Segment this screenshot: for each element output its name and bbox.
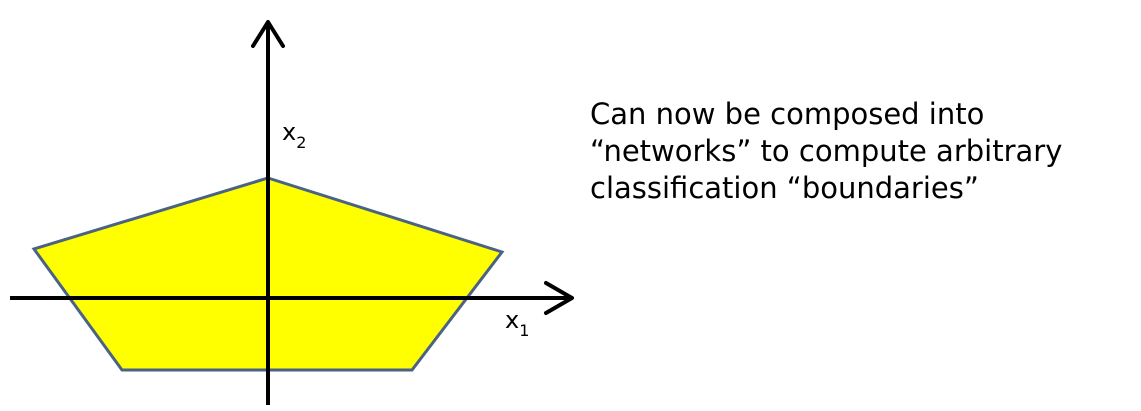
caption-line-2: “networks” to compute arbitrary [590,134,1063,168]
caption-line-1: Can now be composed into [590,97,985,131]
y-axis-label: x2 [282,118,306,152]
caption-text: Can now be composed into “networks” to c… [590,96,1135,207]
x-axis-label-subscript: 1 [519,321,529,340]
decision-region-diagram: x2 x1 [10,20,574,405]
y-axis-label-subscript: 2 [296,133,306,152]
x-axis-arrowhead [544,281,574,315]
x-axis-label: x1 [505,306,529,340]
y-axis-arrowhead [251,20,285,48]
caption-line-3: classification “boundaries” [590,171,979,205]
